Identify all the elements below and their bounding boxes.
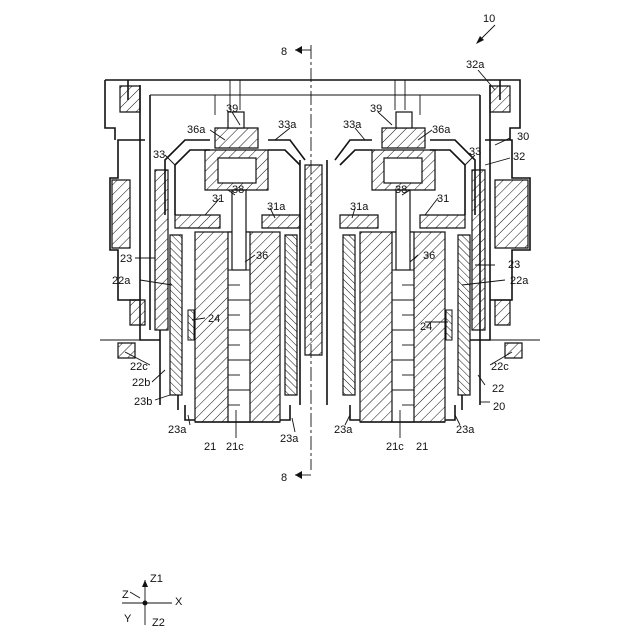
label-23a-1: 23a xyxy=(168,424,187,436)
reference-arrow-10 xyxy=(476,25,495,44)
label-24-left: 24 xyxy=(208,313,220,325)
label-23-left: 23 xyxy=(120,253,132,265)
label-22a-right: 22a xyxy=(510,275,529,287)
center-divider xyxy=(300,160,327,405)
axis-indicator: Z1 Z X Y Z2 xyxy=(122,573,183,629)
label-8-top: 8 xyxy=(281,46,287,58)
label-23b: 23b xyxy=(134,396,152,408)
label-36a-left: 36a xyxy=(187,124,206,136)
label-33a-left: 33a xyxy=(278,119,297,131)
left-module xyxy=(100,112,305,422)
axis-label-z1: Z1 xyxy=(150,573,163,585)
axis-label-z: Z xyxy=(122,589,129,601)
label-38-right: 38 xyxy=(395,184,407,196)
axis-label-y: Y xyxy=(124,613,132,625)
axis-label-z2: Z2 xyxy=(152,617,165,629)
label-23a-3: 23a xyxy=(334,424,353,436)
label-21-right: 21 xyxy=(416,441,428,453)
label-33a-right: 33a xyxy=(343,119,362,131)
label-22: 22 xyxy=(492,383,504,395)
label-31-left: 31 xyxy=(212,193,224,205)
label-39-right: 39 xyxy=(370,103,382,115)
label-20: 20 xyxy=(493,401,505,413)
label-10: 10 xyxy=(483,13,495,25)
label-23a-2: 23a xyxy=(280,433,299,445)
label-32: 32 xyxy=(513,151,525,163)
label-36a-right: 36a xyxy=(432,124,451,136)
label-23-right: 23 xyxy=(508,259,520,271)
label-22c-left: 22c xyxy=(130,361,148,373)
label-31a-left: 31a xyxy=(267,201,286,213)
label-33-right: 33 xyxy=(469,146,481,158)
label-22a-left: 22a xyxy=(112,275,131,287)
label-39-left: 39 xyxy=(226,103,238,115)
label-23a-4: 23a xyxy=(456,424,475,436)
axis-label-x: X xyxy=(175,596,183,608)
label-21-left: 21 xyxy=(204,441,216,453)
label-31a-right: 31a xyxy=(350,201,369,213)
label-24-right: 24 xyxy=(420,321,432,333)
label-22c-right: 22c xyxy=(491,361,509,373)
label-32a: 32a xyxy=(466,59,485,71)
label-36-right: 36 xyxy=(423,250,435,262)
label-8-bottom: 8 xyxy=(281,472,287,484)
label-38-left: 38 xyxy=(232,184,244,196)
label-21c-right: 21c xyxy=(386,441,404,453)
label-36-left: 36 xyxy=(256,250,268,262)
label-31-right: 31 xyxy=(437,193,449,205)
label-33-left: 33 xyxy=(153,149,165,161)
label-30: 30 xyxy=(517,131,529,143)
label-22b: 22b xyxy=(132,377,150,389)
label-21c-left: 21c xyxy=(226,441,244,453)
